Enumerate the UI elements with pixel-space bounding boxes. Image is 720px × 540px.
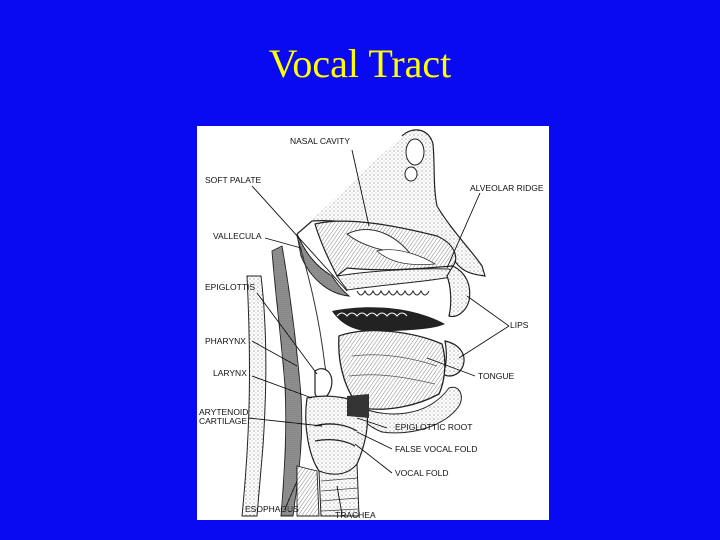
label-false-vocal-fold: FALSE VOCAL FOLD [395,444,478,454]
frontal-sinus [405,138,425,166]
label-trachea: TRACHEA [335,510,376,520]
upper-teeth [356,289,430,296]
label-epiglottic-root: EPIGLOTTIC ROOT [395,422,473,432]
pharynx-wall [271,245,303,517]
soft-palate-shape [296,233,351,297]
lower-lip [442,340,465,377]
label-pharynx: PHARYNX [205,336,246,346]
label-arytenoid-line2: CARTILAGE [199,415,248,426]
epiglottis-shape [314,368,333,400]
label-esophagus: ESOPHAGUS [245,504,299,514]
label-tongue: TONGUE [478,371,515,381]
label-vocal-fold: VOCAL FOLD [395,468,449,478]
slide-title: Vocal Tract [268,41,452,86]
esophagus-shape [296,465,320,517]
oral-cavity [332,307,445,332]
vocal-tract-diagram: NASAL CAVITY SOFT PALATE ALVEOLAR RIDGE … [197,126,549,520]
label-arytenoid-line1: ARYTENOID [199,407,249,417]
spine [241,275,267,517]
anatomy-illustration [241,129,510,517]
label-epiglottis: EPIGLOTTIS [205,282,256,292]
label-arytenoid-cartilage: ARYTENOID CARTILAGE [199,408,248,426]
label-nasal-cavity: NASAL CAVITY [290,136,350,146]
label-lips: LIPS [510,320,529,330]
label-soft-palate: SOFT PALATE [205,175,262,185]
label-alveolar-ridge: ALVEOLAR RIDGE [470,183,544,193]
trachea-shape [318,462,360,517]
label-larynx: LARYNX [213,368,247,378]
label-vallecula: VALLECULA [213,231,262,241]
tongue-shape [338,330,446,410]
leader-lines [248,149,510,515]
hard-palate [336,268,459,291]
upper-lip [446,265,471,318]
jaw [360,386,462,434]
